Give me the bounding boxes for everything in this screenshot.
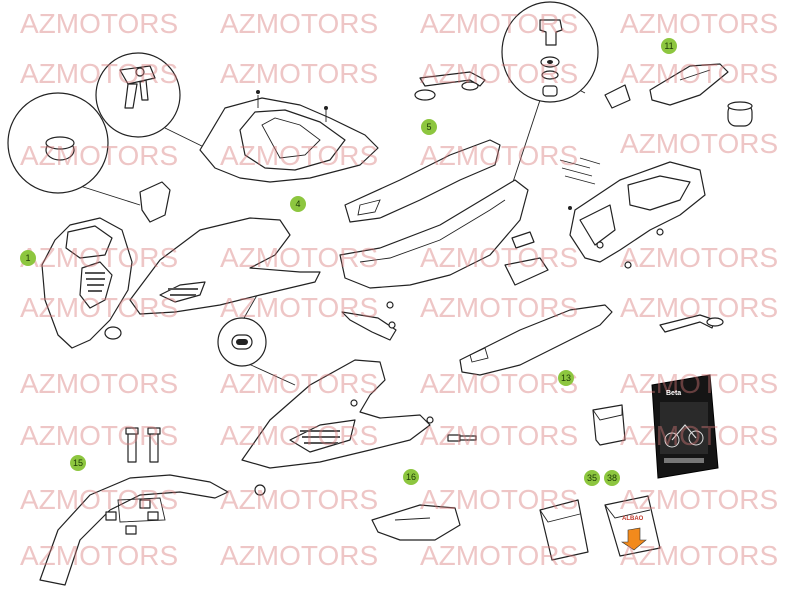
tank-cover <box>199 90 379 183</box>
callout-1: 1 <box>20 250 36 266</box>
callout-35: 35 <box>584 470 600 486</box>
front-fender <box>39 427 266 586</box>
callout-38: 38 <box>604 470 620 486</box>
callout-5: 5 <box>421 119 437 135</box>
headlight-mask <box>41 217 133 349</box>
mud-flap <box>371 504 461 541</box>
callout-4: 4 <box>290 196 306 212</box>
spare-part-bag <box>592 404 626 446</box>
right-side-fairing <box>241 359 434 469</box>
callout-15: 15 <box>70 455 86 471</box>
bolt-center <box>447 434 477 442</box>
bag-logo: ALBAO <box>622 516 644 522</box>
callout-11: 11 <box>661 38 677 54</box>
side-panel-13 <box>459 304 613 376</box>
bag-35 <box>539 499 589 561</box>
callout-13: 13 <box>558 370 574 386</box>
rear-tail-unit <box>559 157 706 269</box>
bag-38 <box>604 495 661 557</box>
seat <box>339 179 549 289</box>
detail-circle-valve <box>95 52 181 138</box>
grab-handle <box>659 314 724 333</box>
detail-circle-rivet <box>501 1 599 103</box>
middle-bracket <box>341 311 397 341</box>
left-side-fairing <box>129 217 321 315</box>
owner-manual <box>651 374 719 479</box>
detail-circle-cap <box>7 92 109 194</box>
callout-16: 16 <box>403 469 419 485</box>
rear-light-parts <box>604 63 753 127</box>
manual-brand: Beta <box>666 390 682 397</box>
small-bracket <box>139 181 171 223</box>
detail-circle-grommet <box>217 317 267 367</box>
side-panel-5 <box>344 71 501 223</box>
